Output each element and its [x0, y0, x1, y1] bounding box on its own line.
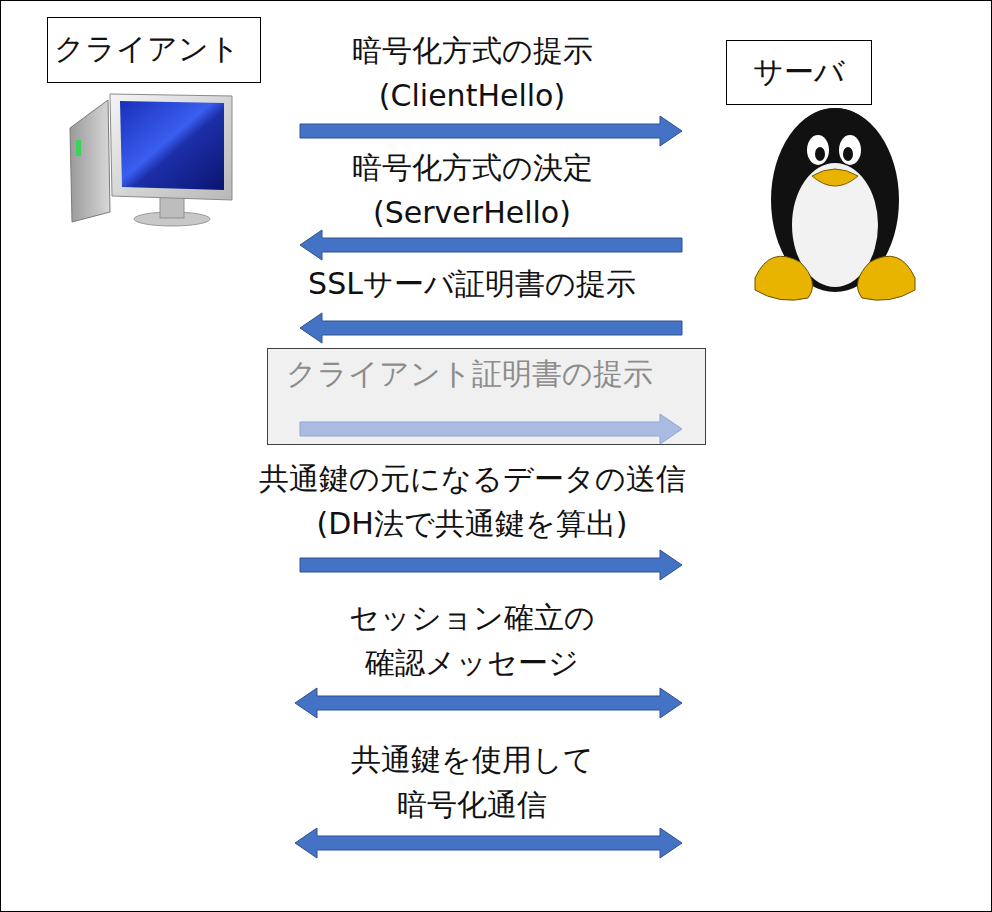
message-arrow — [300, 313, 682, 343]
client-box: クライアント — [47, 17, 261, 83]
message-label: SSLサーバ証明書の提示 — [252, 261, 692, 306]
message-label: 暗号化方式の決定 (ServerHello) — [292, 145, 652, 235]
server-box: サーバ — [726, 40, 872, 105]
message-label: 共通鍵を使用して 暗号化通信 — [292, 737, 652, 827]
node-label: サーバ — [753, 49, 845, 94]
message-arrow — [300, 116, 682, 146]
message-arrow — [300, 230, 682, 260]
node-label: クライアント証明書の提示 — [286, 351, 653, 396]
message-arrow — [300, 550, 682, 580]
greyed-arrow — [300, 414, 682, 444]
message-label: 共通鍵の元になるデータの送信 (DH法で共通鍵を算出) — [232, 456, 712, 546]
message-arrow — [295, 688, 682, 718]
penguin-icon — [755, 108, 915, 300]
computer-icon — [70, 94, 232, 226]
message-arrow — [295, 828, 682, 858]
optional-step-box: クライアント証明書の提示 — [267, 348, 706, 445]
message-label: 暗号化方式の提示 (ClientHello) — [292, 28, 652, 118]
message-label: セッション確立の 確認メッセージ — [292, 595, 652, 685]
node-label: クライアント — [54, 26, 240, 71]
